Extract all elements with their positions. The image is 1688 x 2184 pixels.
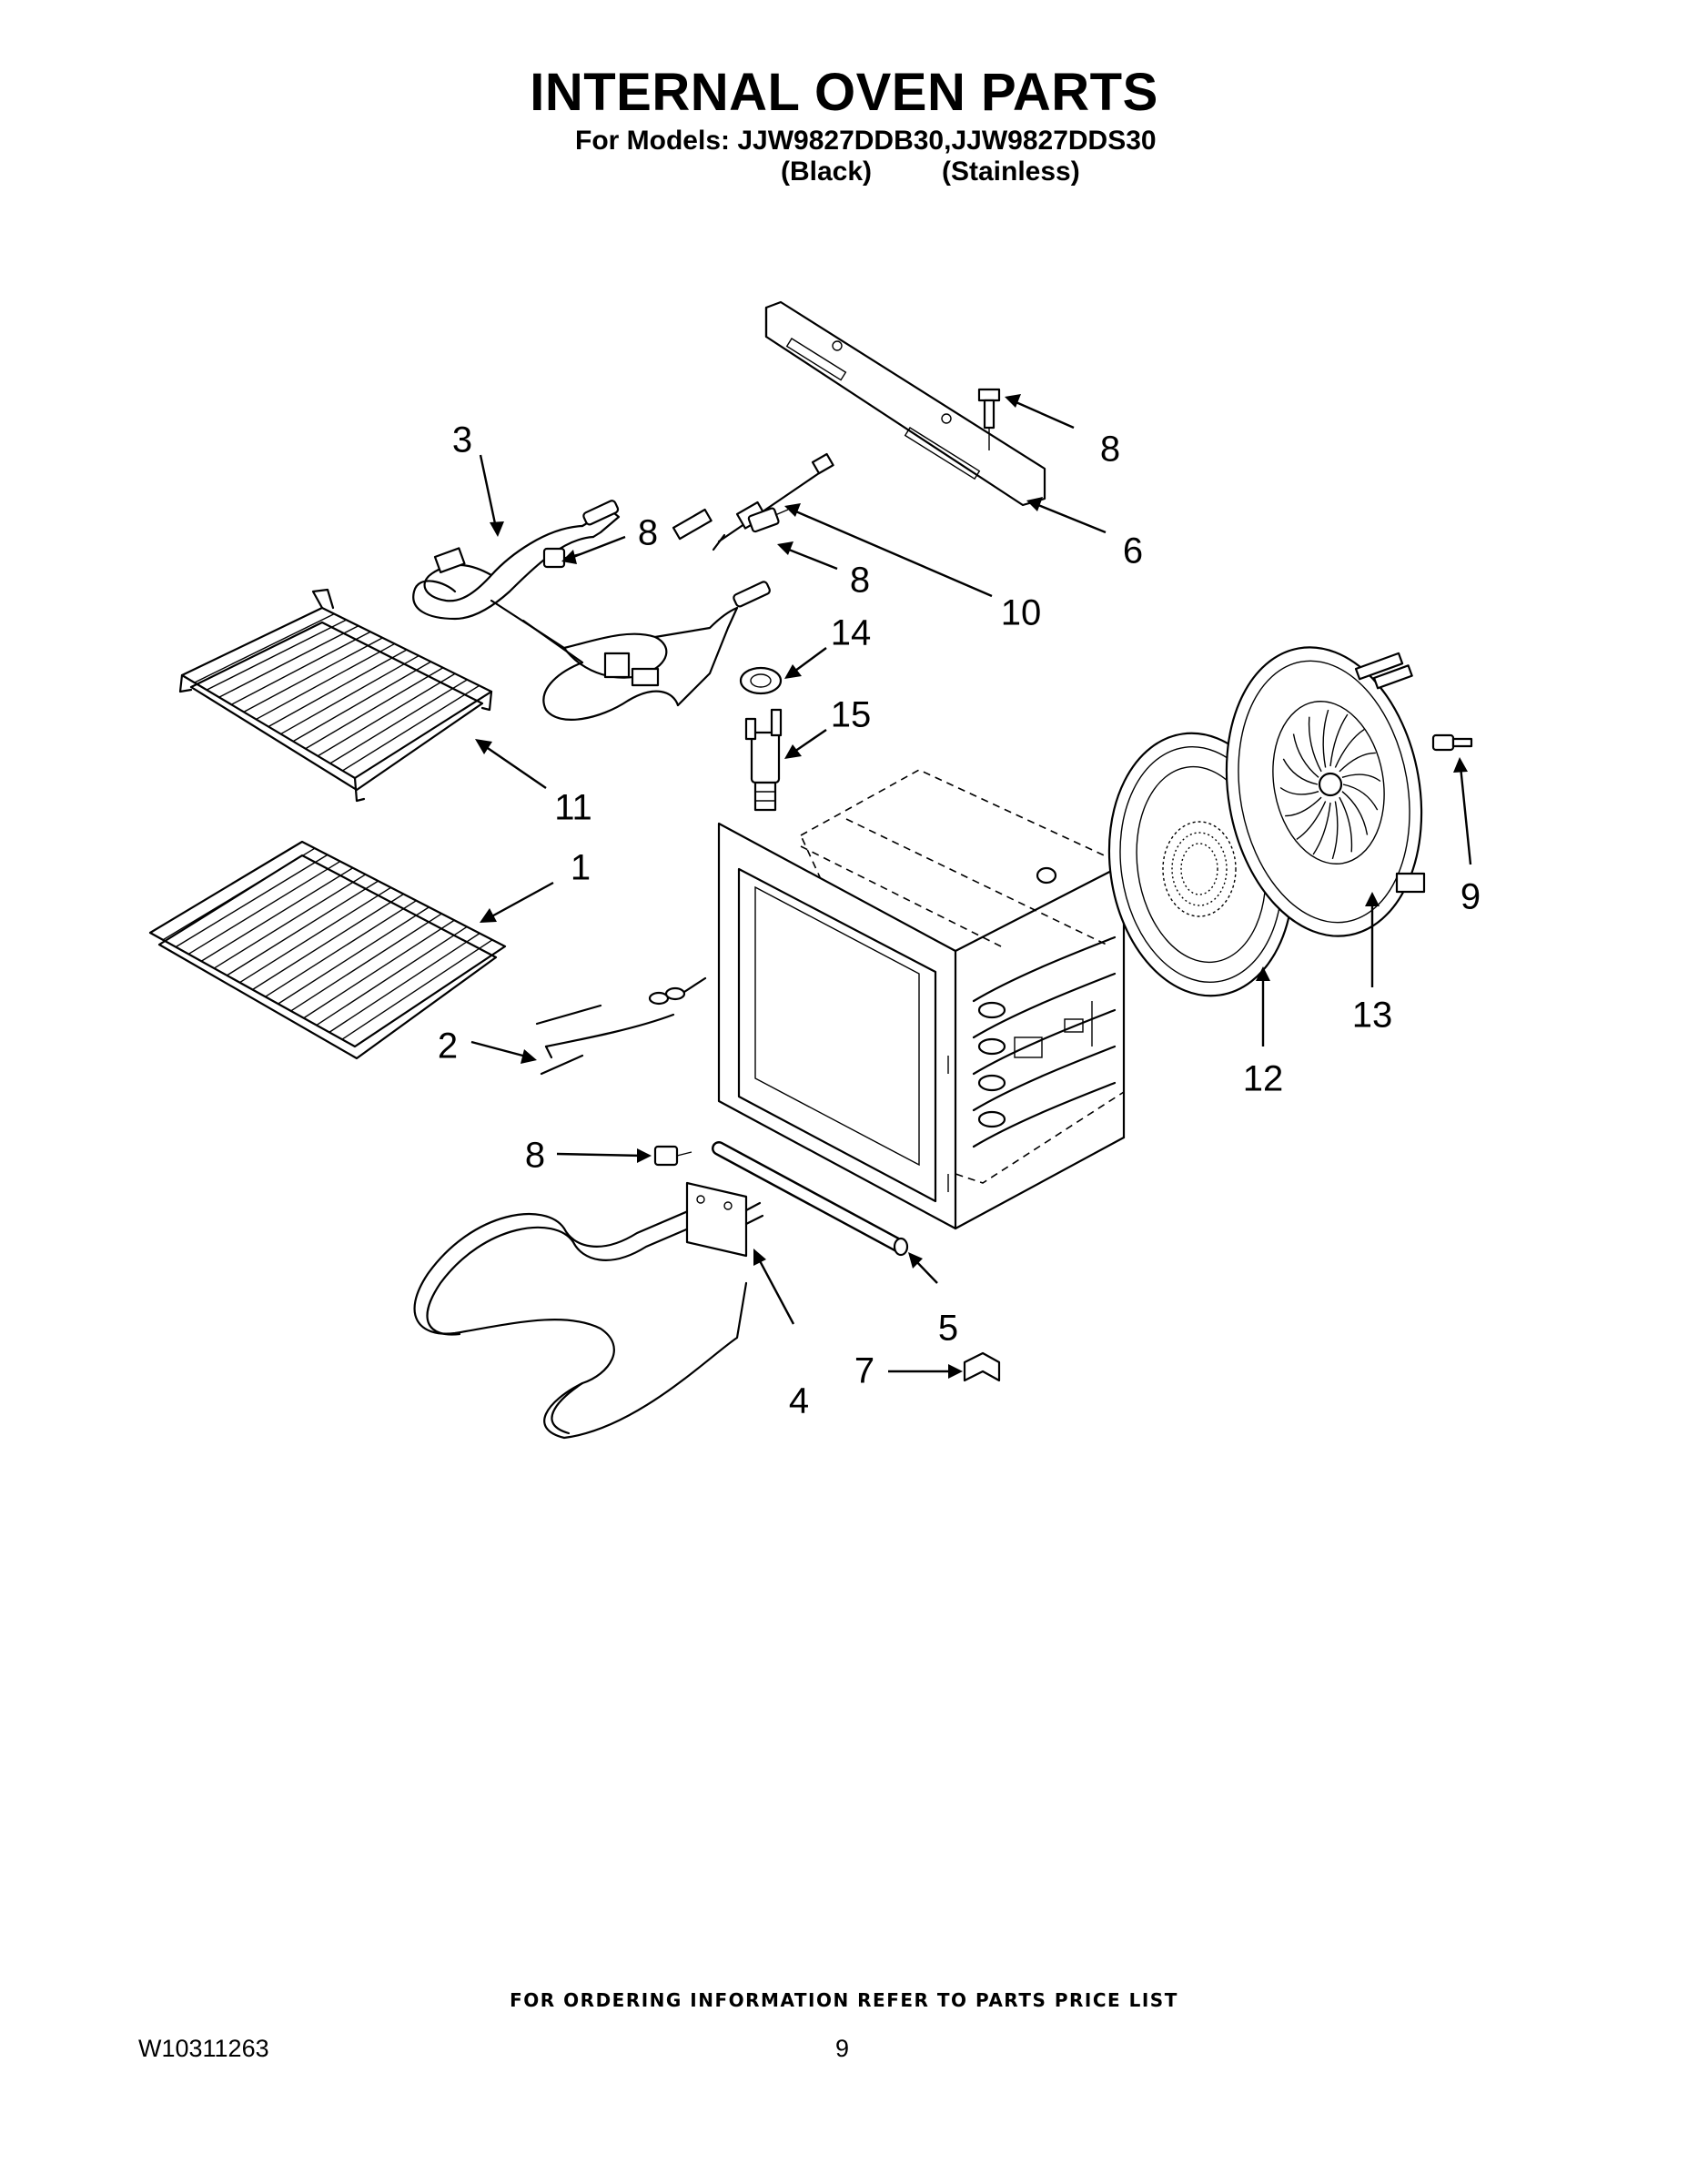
variant-stainless: (Stainless) xyxy=(942,157,1080,187)
callout-arrows xyxy=(470,394,1472,1379)
screw-part-fan xyxy=(1431,733,1473,752)
callout-5: 5 xyxy=(937,1308,959,1349)
clip-part xyxy=(963,1351,1001,1382)
screw-part-broil xyxy=(542,547,583,569)
oven-cavity-part xyxy=(717,769,1126,1230)
callout-8-top: 8 xyxy=(1099,429,1121,470)
callout-8-broil: 8 xyxy=(637,512,659,553)
models-line: For Models: JJW9827DDB30,JJW9827DDS30 xyxy=(575,126,1157,156)
connector-part xyxy=(744,708,783,812)
screw-part-bake xyxy=(653,1145,692,1167)
callout-10: 10 xyxy=(1000,592,1042,633)
upper-rack-part xyxy=(178,588,493,803)
callout-13: 13 xyxy=(1351,995,1393,1036)
meat-probe-part xyxy=(535,976,707,1076)
screw-part-top xyxy=(977,388,1001,450)
callout-2: 2 xyxy=(437,1026,459,1067)
callout-1: 1 xyxy=(570,847,591,888)
ordering-note: FOR ORDERING INFORMATION REFER TO PARTS … xyxy=(510,1989,1178,2011)
callout-15: 15 xyxy=(830,694,872,735)
callout-12: 12 xyxy=(1242,1058,1284,1099)
bake-element-part xyxy=(413,1181,764,1440)
callout-8-sensor: 8 xyxy=(849,560,871,601)
top-bracket-part xyxy=(764,300,1046,507)
callout-7: 7 xyxy=(854,1350,875,1391)
screw-part-sensor xyxy=(747,507,789,533)
callout-8-bake: 8 xyxy=(524,1135,546,1176)
convection-fan-part xyxy=(1225,646,1426,937)
callout-4: 4 xyxy=(788,1380,810,1421)
callout-6: 6 xyxy=(1122,531,1144,571)
variant-black: (Black) xyxy=(781,157,873,187)
callout-3: 3 xyxy=(451,420,473,460)
tube-part xyxy=(712,1141,909,1257)
page-title: INTERNAL OVEN PARTS xyxy=(530,63,1158,122)
callout-14: 14 xyxy=(830,612,872,653)
document-number: W10311263 xyxy=(138,2035,269,2062)
page-number: 9 xyxy=(835,2035,850,2062)
broil-element-part xyxy=(412,500,771,721)
callout-9: 9 xyxy=(1460,876,1481,917)
nut-part xyxy=(739,666,783,695)
temperature-sensor-part xyxy=(672,452,834,551)
lower-rack-part xyxy=(148,840,507,1060)
callout-11: 11 xyxy=(554,787,592,828)
